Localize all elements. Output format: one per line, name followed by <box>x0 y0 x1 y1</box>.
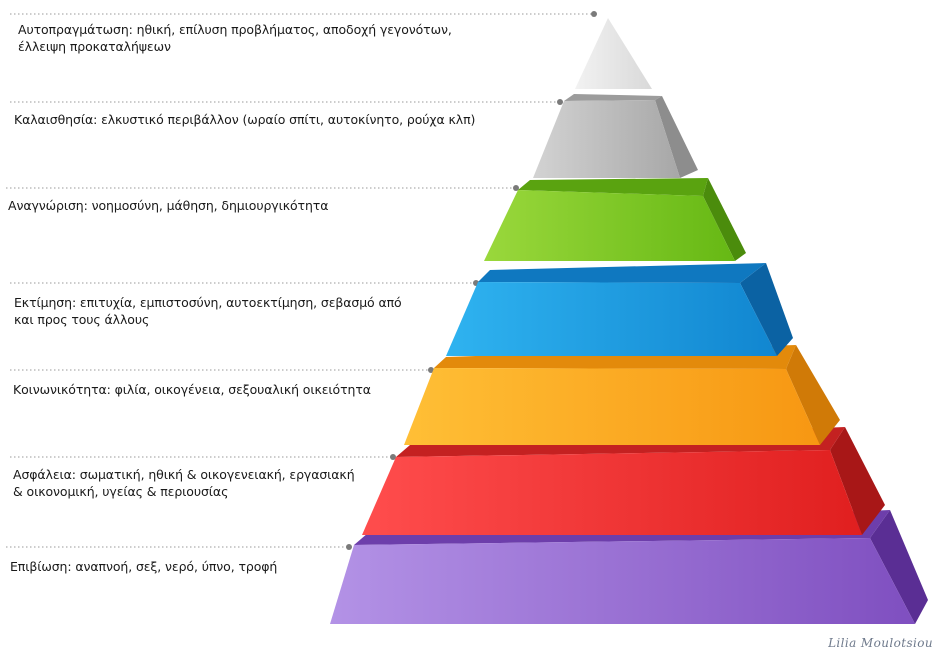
pyramid-level-aesthetics <box>533 94 698 178</box>
level-front <box>362 450 862 535</box>
leader-dots <box>346 11 597 550</box>
leader-lines <box>6 13 594 548</box>
level-label-recognition: Αναγνώριση: νοημοσύνη, μάθηση, δημιουργι… <box>8 198 329 213</box>
level-front <box>575 18 652 89</box>
leader-dot-6 <box>346 544 352 550</box>
leader-dot-0 <box>591 11 597 17</box>
pyramid-level-recognition <box>484 178 746 261</box>
level-label-social: Κοινωνικότητα: φιλία, οικογένεια, σεξουα… <box>13 382 371 397</box>
pyramid-level-social <box>404 345 840 445</box>
pyramid-level-esteem <box>446 263 793 356</box>
level-front <box>404 368 820 445</box>
leader-dot-1 <box>557 99 563 105</box>
pyramid-level-self-actualization <box>575 18 652 89</box>
level-front <box>533 100 680 178</box>
level-label-esteem: Εκτίμηση: επιτυχία, εμπιστοσύνη, αυτοεκτ… <box>14 295 402 327</box>
level-label-safety: Ασφάλεια: σωματική, ηθική & οικογενειακή… <box>13 467 355 499</box>
level-side <box>830 427 885 535</box>
level-label-self-actualization: Αυτοπραγμάτωση: ηθική, επίλυση προβλήματ… <box>18 22 452 54</box>
leader-dot-5 <box>390 454 396 460</box>
leader-dot-4 <box>428 367 434 373</box>
level-side <box>870 510 928 624</box>
leader-dot-2 <box>513 185 519 191</box>
level-side <box>740 263 793 356</box>
level-label-survival: Επιβίωση: αναπνοή, σεξ, νερό, ύπνο, τροφ… <box>10 559 278 574</box>
level-front <box>446 282 777 356</box>
level-side <box>703 178 746 261</box>
level-label-aesthetics: Καλαισθησία: ελκυστικό περιβάλλον (ωραίο… <box>14 112 476 127</box>
level-front <box>330 538 915 624</box>
level-side <box>655 96 698 178</box>
level-top <box>478 263 766 283</box>
level-front <box>484 190 735 261</box>
level-side <box>786 345 840 445</box>
level-top <box>564 94 662 101</box>
level-top <box>518 178 708 196</box>
author-signature: Lilia Moulotsiou <box>828 636 933 650</box>
